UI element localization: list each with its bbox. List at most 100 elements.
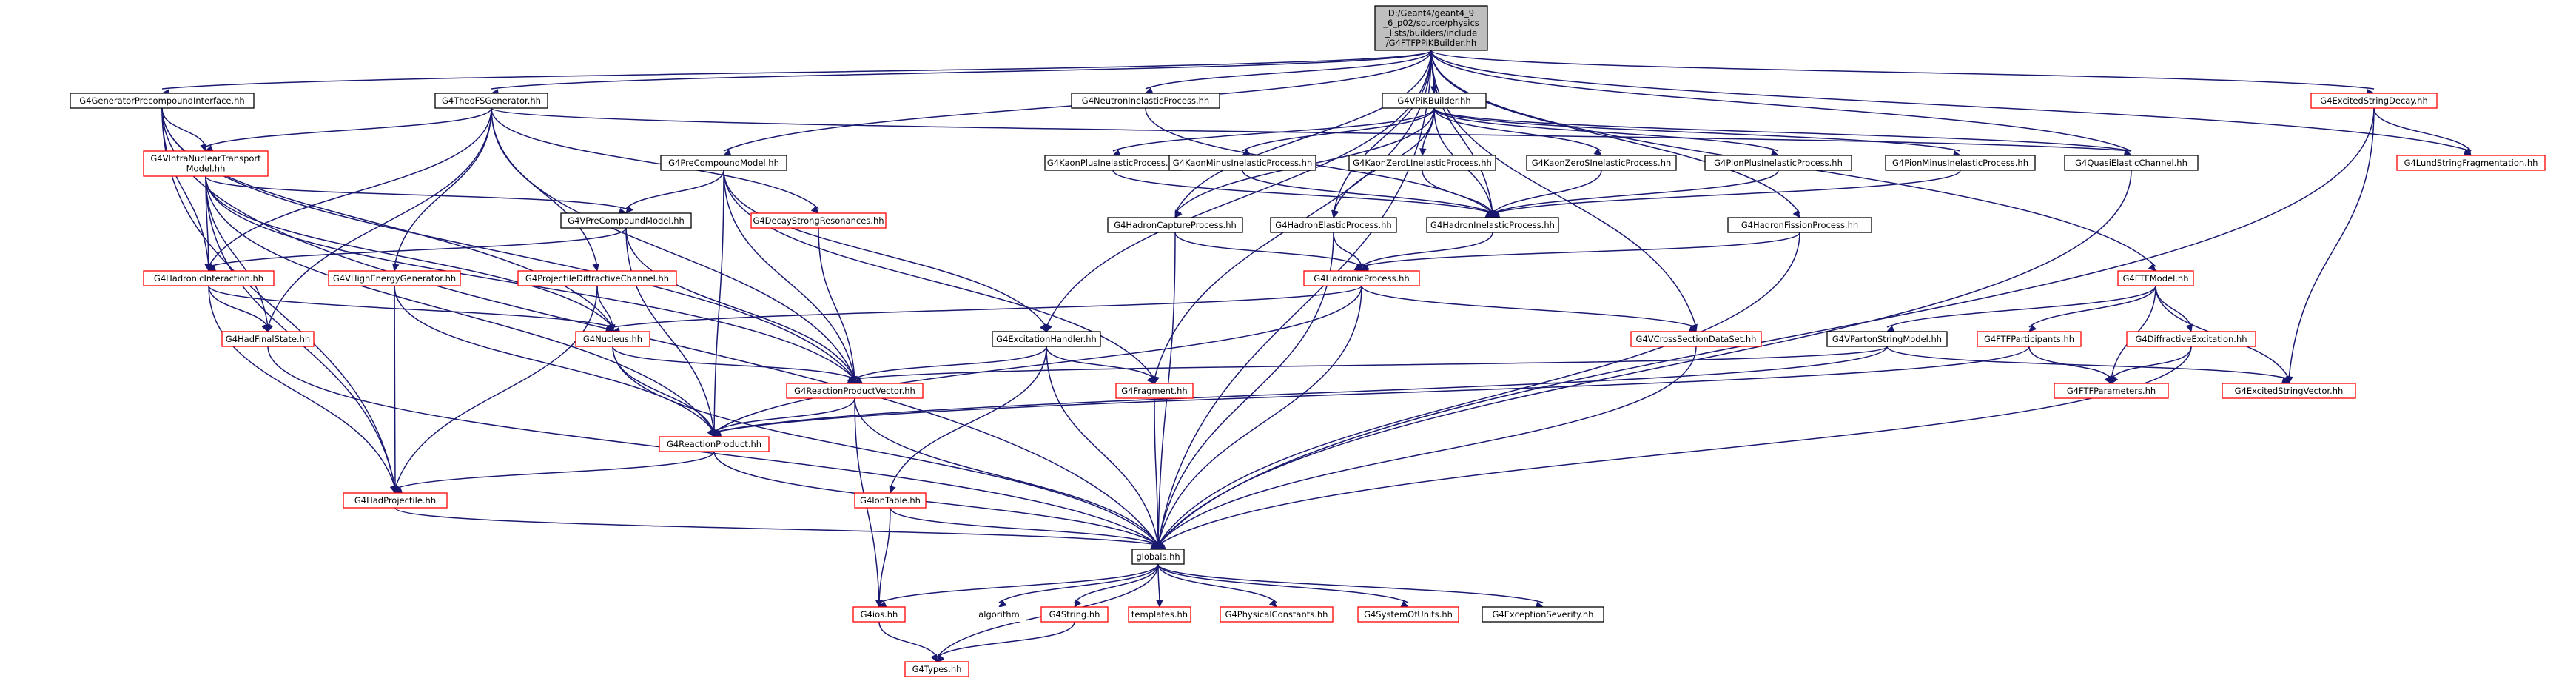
node-label: G4VIntraNuclearTransport xyxy=(150,153,261,164)
node-vpik[interactable]: G4VPiKBuilder.hh xyxy=(1382,93,1487,109)
node-box xyxy=(1482,606,1604,623)
node-box xyxy=(854,492,927,509)
node-phys[interactable]: G4PhysicalConstants.hh xyxy=(1220,606,1334,623)
node-tmpl[interactable]: templates.hh xyxy=(1128,606,1191,623)
edge-hint-hfs xyxy=(208,285,269,333)
node-dex[interactable]: G4DiffractiveExcitation.hh xyxy=(2126,331,2256,347)
node-types[interactable]: G4Types.hh xyxy=(904,661,969,677)
node-lsf[interactable]: G4LundStringFragmentation.hh xyxy=(2396,155,2546,171)
node-label: G4SystemOfUnits.hh xyxy=(1364,609,1453,620)
node-label: templates.hh xyxy=(1131,609,1188,620)
node-rp[interactable]: G4ReactionProduct.hh xyxy=(659,436,770,452)
node-label: G4FTFParameters.hh xyxy=(2067,386,2156,396)
node-box xyxy=(750,212,887,229)
edge-exh-rpv xyxy=(853,346,1047,384)
node-rpv[interactable]: G4ReactionProductVector.hh xyxy=(786,383,924,399)
node-pcm[interactable]: G4PreCompoundModel.hh xyxy=(660,155,787,171)
edge-glob-tmpl xyxy=(1156,563,1163,608)
edge-root-hfp xyxy=(1430,50,1800,219)
node-glob[interactable]: globals.hh xyxy=(1131,549,1185,565)
edge-root-gppi xyxy=(161,50,1432,96)
node-esd[interactable]: G4ExcitedStringDecay.hh xyxy=(2310,93,2438,109)
node-pmi[interactable]: G4PionMinusInelasticProcess.hh xyxy=(1885,155,2036,171)
node-label: /G4FTFPPiKBuilder.hh xyxy=(1386,38,1476,48)
node-label: Model.hh xyxy=(186,164,226,174)
node-box xyxy=(2222,383,2356,399)
node-box xyxy=(1107,217,1243,233)
node-ftfpar[interactable]: G4FTFParameters.hh xyxy=(2054,383,2169,399)
node-box xyxy=(1826,331,1948,347)
node-gppi[interactable]: G4GeneratorPrecompoundInterface.hh xyxy=(70,93,255,109)
node-label: D:/Geant4/geant4_9 xyxy=(1388,8,1474,19)
node-label: G4HadronCaptureProcess.hh xyxy=(1114,220,1237,230)
node-box xyxy=(143,270,275,286)
node-theo[interactable]: G4TheoFSGenerator.hh xyxy=(434,93,548,109)
node-hip[interactable]: G4HadronInelasticProcess.hh xyxy=(1426,217,1559,233)
node-label: G4HadronElasticProcess.hh xyxy=(1275,220,1391,230)
node-kmi[interactable]: G4KaonMinusInelasticProcess.hh xyxy=(1168,155,1316,171)
node-neut[interactable]: G4NeutronInelasticProcess.hh xyxy=(1071,93,1220,109)
node-hcp[interactable]: G4HadronCaptureProcess.hh xyxy=(1107,217,1243,233)
edge-theo-qec xyxy=(491,107,2133,159)
node-label: G4VPartonStringModel.hh xyxy=(1832,334,1942,344)
node-label: G4Nucleus.hh xyxy=(583,334,642,344)
edge-gppi-vint xyxy=(161,107,207,152)
node-label: G4VPiKBuilder.hh xyxy=(1397,95,1470,106)
node-label: G4PionPlusInelasticProcess.hh xyxy=(1714,158,1843,168)
node-iont[interactable]: G4IonTable.hh xyxy=(854,492,927,509)
node-ftfp[interactable]: G4FTFParticipants.hh xyxy=(1977,331,2082,347)
edge-dsr-rpv xyxy=(818,227,858,385)
node-ppi[interactable]: G4PionPlusInelasticProcess.hh xyxy=(1704,155,1852,171)
node-box xyxy=(786,383,924,399)
node-gstr[interactable]: G4String.hh xyxy=(1040,606,1109,623)
node-label: G4KaonZeroSInelasticProcess.hh xyxy=(1532,158,1672,168)
edge-vint-vpcm xyxy=(205,175,628,215)
node-ios[interactable]: G4ios.hh xyxy=(852,606,906,623)
node-kpi[interactable]: G4KaonPlusInelasticProcess.hh xyxy=(1044,155,1182,171)
edge-glob-sou xyxy=(1157,563,1410,608)
node-vpcm[interactable]: G4VPreCompoundModel.hh xyxy=(560,212,692,229)
node-hproj[interactable]: G4HadProjectile.hh xyxy=(343,492,448,509)
node-label: G4TheoFSGenerator.hh xyxy=(442,95,541,106)
node-hfp[interactable]: G4HadronFissionProcess.hh xyxy=(1727,217,1872,233)
node-kzs[interactable]: G4KaonZeroSInelasticProcess.hh xyxy=(1526,155,1677,171)
node-box xyxy=(1374,5,1488,51)
node-pdc[interactable]: G4ProjectileDiffractiveChannel.hh xyxy=(517,270,677,286)
node-vcsd[interactable]: G4VCrossSectionDataSet.hh xyxy=(1630,331,1762,347)
node-sou[interactable]: G4SystemOfUnits.hh xyxy=(1357,606,1459,623)
node-box xyxy=(1526,155,1677,171)
edge-vheg-hproj xyxy=(391,285,399,494)
edge-esd-lsf xyxy=(2373,107,2472,156)
node-vpsm[interactable]: G4VPartonStringModel.hh xyxy=(1826,331,1948,347)
edge-ftfm-dex xyxy=(2155,285,2193,333)
edge-gstr-types xyxy=(936,621,1075,662)
node-ftfm[interactable]: G4FTFModel.hh xyxy=(2117,270,2194,286)
edge-vint-hfs xyxy=(205,175,271,333)
node-dsr[interactable]: G4DecayStrongResonances.hh xyxy=(750,212,887,229)
node-hproc[interactable]: G4HadronicProcess.hh xyxy=(1303,270,1420,286)
node-label: G4VCrossSectionDataSet.hh xyxy=(1636,334,1757,344)
node-exh[interactable]: G4ExcitationHandler.hh xyxy=(992,331,1101,347)
node-frag[interactable]: G4Fragment.hh xyxy=(1115,383,1194,399)
node-hint[interactable]: G4HadronicInteraction.hh xyxy=(143,270,275,286)
node-hep[interactable]: G4HadronElasticProcess.hh xyxy=(1270,217,1397,233)
edge-rp-hproj xyxy=(394,451,715,494)
edge-kpi-hip xyxy=(1112,170,1494,219)
edge-rp-glob xyxy=(713,451,1160,550)
node-root[interactable]: D:/Geant4/geant4_9_6_p02/source/physics_… xyxy=(1374,5,1488,51)
node-qec[interactable]: G4QuasiElasticChannel.hh xyxy=(2064,155,2199,171)
node-box xyxy=(143,150,269,177)
node-label: G4ExcitedStringVector.hh xyxy=(2235,386,2344,396)
node-box xyxy=(660,155,787,171)
node-exs[interactable]: G4ExceptionSeverity.hh xyxy=(1482,606,1604,623)
node-nuc[interactable]: G4Nucleus.hh xyxy=(575,331,650,347)
node-hfs[interactable]: G4HadFinalState.hh xyxy=(221,331,315,347)
node-box xyxy=(1040,606,1109,623)
edge-hproj-glob xyxy=(394,507,1160,552)
edge-root-theo xyxy=(490,50,1432,96)
node-vheg[interactable]: G4VHighEnergyGenerator.hh xyxy=(328,270,461,286)
node-kzl[interactable]: G4KaonZeroLInelasticProcess.hh xyxy=(1348,155,1496,171)
node-esv[interactable]: G4ExcitedStringVector.hh xyxy=(2222,383,2356,399)
edge-ftfp-ftfpar xyxy=(2028,346,2112,385)
